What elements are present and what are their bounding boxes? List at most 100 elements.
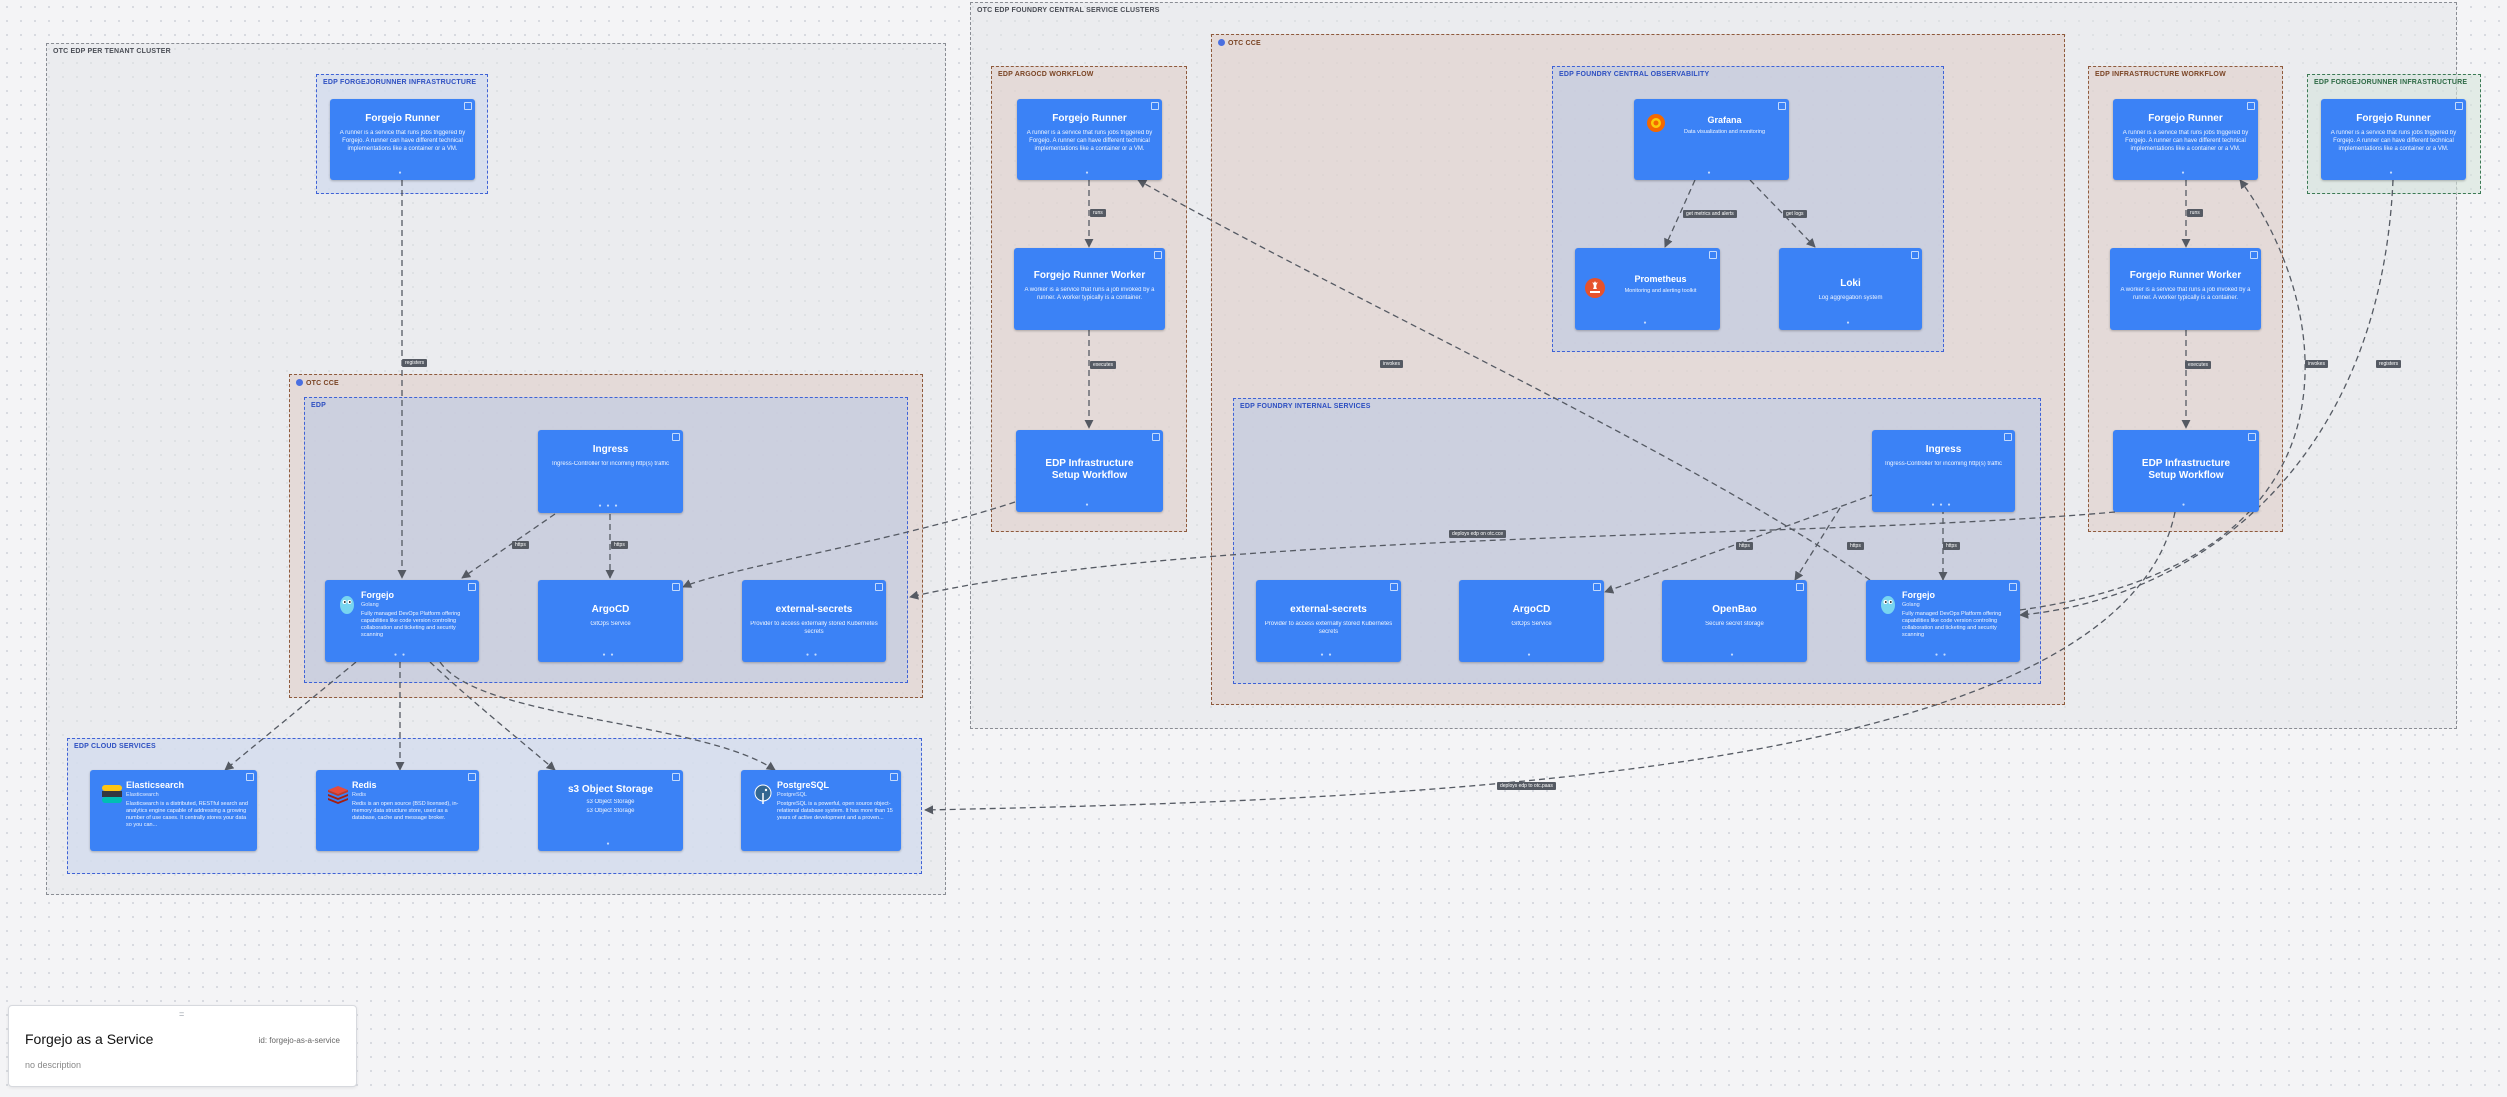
card-prometheus[interactable]: Prometheus Monitoring and alerting toolk… <box>1575 248 1720 330</box>
card-technology: s3 Object Storage <box>586 799 635 805</box>
card-technology: Golang <box>361 602 379 608</box>
expand-icon <box>672 773 680 781</box>
edge-label-registers: registers <box>2376 360 2402 368</box>
card-dots: ● <box>2181 502 2191 508</box>
expand-icon <box>672 583 680 591</box>
card-title: external-secrets <box>1290 604 1367 615</box>
edge-label-runs: runs <box>2187 209 2203 217</box>
card-title: EDP Infrastructure Setup Workflow <box>1045 458 1134 481</box>
drag-handle-icon[interactable]: = <box>179 1009 185 1019</box>
card-dots: ●● <box>393 652 411 658</box>
card-dots: ● <box>1730 652 1739 658</box>
card-desc: Data visualization and monitoring <box>1683 129 1766 135</box>
card-desc: A runner is a service that runs jobs tri… <box>1026 130 1153 152</box>
card-forgejo-runner-worker-infra[interactable]: Forgejo Runner Worker A worker is a serv… <box>2110 248 2261 330</box>
zone-label: EDP FOUNDRY CENTRAL OBSERVABILITY <box>1559 71 1710 78</box>
card-title: s3 Object Storage <box>567 784 654 795</box>
edge-label-executes: executes <box>2185 361 2212 369</box>
card-desc: A worker is a service that runs a job in… <box>2120 287 2251 301</box>
card-dots: ● <box>1846 320 1855 326</box>
edge-forgejo-to-elasticsearch <box>224 661 357 771</box>
card-desc: Log aggregation system <box>1818 295 1883 301</box>
card-forgejo-runner-left[interactable]: Forgejo Runner A runner is a service tha… <box>330 99 475 180</box>
card-openbao[interactable]: OpenBao Secure secret storage ● <box>1662 580 1807 662</box>
edge-forgejo-invokes-runner-infra <box>2019 179 2306 611</box>
grafana-icon <box>1647 114 1665 132</box>
card-dots: ● <box>1707 170 1716 176</box>
card-redis[interactable]: Redis Redis Redis is an open source (BSD… <box>316 770 479 851</box>
card-argocd-left[interactable]: ArgoCD GitOps Service ●● <box>538 580 683 662</box>
zone-label: EDP FORGEJORUNNER INFRASTRUCTURE <box>2314 79 2468 86</box>
card-desc: A runner is a service that runs jobs tri… <box>2122 130 2249 152</box>
card-forgejo-runner-infra-2[interactable]: Forgejo Runner A runner is a service tha… <box>2321 99 2466 180</box>
expand-icon <box>2004 433 2012 441</box>
card-title: ArgoCD <box>1512 604 1551 615</box>
zone-label: OTC EDP PER TENANT CLUSTER <box>53 48 171 55</box>
card-forgejo-runner-argo[interactable]: Forgejo Runner A runner is a service tha… <box>1017 99 1162 180</box>
card-forgejo-runner-infra[interactable]: Forgejo Runner A runner is a service tha… <box>2113 99 2258 180</box>
expand-icon <box>1152 433 1160 441</box>
card-dots: ● <box>1527 652 1536 658</box>
card-infra-setup-workflow-infra[interactable]: EDP Infrastructure Setup Workflow ● <box>2113 430 2259 512</box>
card-elasticsearch[interactable]: Elasticsearch Elasticsearch Elasticsearc… <box>90 770 257 851</box>
edge-workflow-infra-deploys-edp <box>909 511 2116 600</box>
edge-workflow-infra-deploys-cloud <box>924 511 2176 815</box>
card-title: ArgoCD <box>591 604 630 615</box>
forgejo-gopher-icon <box>340 596 354 614</box>
card-s3-object-storage[interactable]: s3 Object Storage s3 Object Storage s3 O… <box>538 770 683 851</box>
card-desc: s3 Object Storage <box>586 808 635 814</box>
expand-icon <box>1778 102 1786 110</box>
card-dots: ●● <box>1320 652 1337 658</box>
edge-grafana-to-prometheus <box>1664 179 1696 248</box>
zone-label: OTC CCE <box>306 380 339 387</box>
zone-label: EDP FORGEJORUNNER INFRASTRUCTURE <box>323 79 477 86</box>
card-title: Forgejo Runner Worker <box>2129 270 2242 281</box>
expand-icon <box>468 773 476 781</box>
card-forgejo-runner-worker-argo[interactable]: Forgejo Runner Worker A worker is a serv… <box>1014 248 1165 330</box>
edge-label-invokes: invokes <box>2305 360 2328 368</box>
card-external-secrets-left[interactable]: external-secrets Provider to access exte… <box>742 580 886 662</box>
kubernetes-icon <box>296 379 303 386</box>
zone-label: OTC CCE <box>1228 40 1261 47</box>
card-dots: ●● <box>1934 652 1952 658</box>
edge-label-https: https <box>1736 542 1753 550</box>
expand-icon <box>1151 102 1159 110</box>
edge-runner-infra2-registers-forgejo <box>2019 179 2394 619</box>
zone-label: OTC EDP FOUNDRY CENTRAL SERVICE CLUSTERS <box>977 7 1160 14</box>
card-loki[interactable]: Loki Log aggregation system ● <box>1779 248 1922 330</box>
card-forgejo-right[interactable]: Forgejo Golang Fully managed DevOps Plat… <box>1866 580 2020 662</box>
card-desc: GitOps Service <box>590 621 631 627</box>
edge-label-deploys-edp: deploys edp on otc.cce <box>1449 530 1507 538</box>
card-dots: ● <box>1085 502 1094 508</box>
kubernetes-icon <box>1218 39 1225 46</box>
card-dots: ●●● <box>1931 502 1956 508</box>
card-ingress-left[interactable]: Ingress Ingress-Controller for incoming … <box>538 430 683 513</box>
card-title: Forgejo <box>1902 590 1935 600</box>
zone-label: EDP <box>311 402 326 409</box>
edge-grafana-to-loki <box>1749 179 1816 248</box>
card-forgejo-left[interactable]: Forgejo Golang Fully managed DevOps Plat… <box>325 580 479 662</box>
edge-forgejo-to-postgresql <box>439 661 776 771</box>
card-title: Loki <box>1840 278 1861 289</box>
zone-label: EDP FOUNDRY INTERNAL SERVICES <box>1240 403 1371 410</box>
card-desc: Provider to access externally stored Kub… <box>750 621 878 635</box>
edge-ingress-to-forgejo <box>461 513 556 579</box>
view-description: no description <box>25 1060 82 1070</box>
card-title: Forgejo Runner Worker <box>1033 270 1146 281</box>
card-dots: ● <box>1643 320 1652 326</box>
card-grafana[interactable]: Grafana Data visualization and monitorin… <box>1634 99 1789 180</box>
card-dots: ● <box>2181 170 2190 176</box>
card-postgresql[interactable]: PostgreSQL PostgreSQL PostgreSQL is a po… <box>741 770 901 851</box>
edge-label-invokes: invokes <box>1380 360 1403 368</box>
expand-icon <box>2455 102 2463 110</box>
card-desc: A worker is a service that runs a job in… <box>1024 287 1155 301</box>
card-external-secrets-right[interactable]: external-secrets Provider to access exte… <box>1256 580 1401 662</box>
info-panel[interactable]: = Forgejo as a Service id: forgejo-as-a-… <box>8 1005 357 1087</box>
card-ingress-right[interactable]: Ingress Ingress-Controller for incoming … <box>1872 430 2015 512</box>
card-desc: Secure secret storage <box>1705 621 1764 627</box>
card-argocd-right[interactable]: ArgoCD GitOps Service ● <box>1459 580 1604 662</box>
card-dots: ●●● <box>598 503 623 509</box>
card-infra-setup-workflow-argo[interactable]: EDP Infrastructure Setup Workflow ● <box>1016 430 1163 512</box>
view-title: Forgejo as a Service <box>25 1031 154 1047</box>
zone-label: EDP ARGOCD WORKFLOW <box>998 71 1094 78</box>
